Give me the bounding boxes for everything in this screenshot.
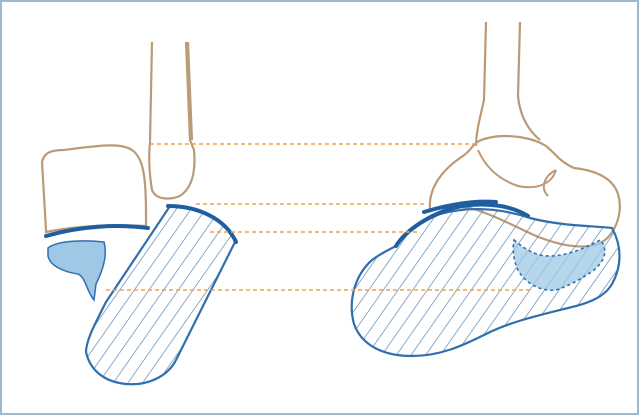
ankle-diagram [0, 0, 639, 415]
diagram-frame [0, 0, 639, 415]
